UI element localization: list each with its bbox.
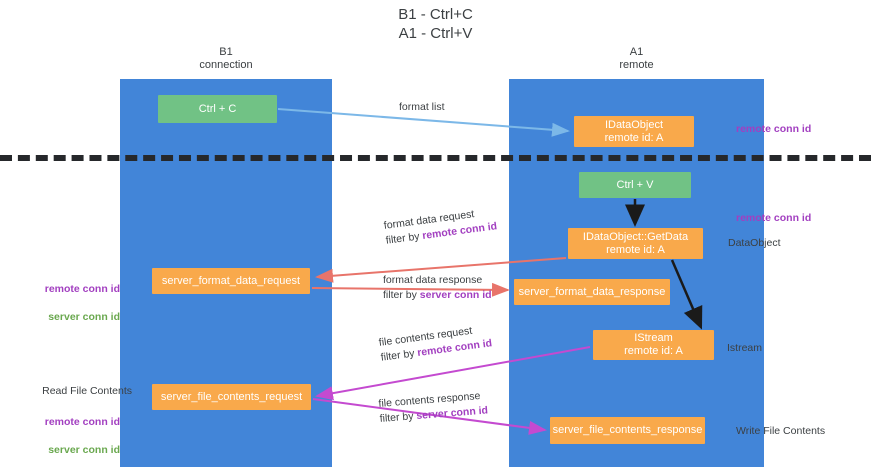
annotation-conn-ids-middle: remote conn id server conn id — [8, 268, 120, 338]
node-server-file-contents-request[interactable]: server_file_contents_request — [152, 384, 311, 410]
edge-label-format-list: format list — [399, 101, 445, 113]
filter-prefix: filter by — [383, 289, 420, 301]
annotation-read-file-contents: Read File Contents — [42, 385, 132, 397]
node-server-format-data-request[interactable]: server_format_data_request — [152, 268, 310, 294]
annotation-remote-conn-id-top: remote conn id — [736, 123, 812, 135]
node-server-file-contents-response[interactable]: server_file_contents_response — [550, 417, 705, 444]
filter-prefix: filter by — [380, 347, 419, 364]
annotation-remote-conn-id-left-2: remote conn id — [44, 416, 120, 428]
node-server-format-data-response[interactable]: server_format_data_response — [514, 279, 670, 305]
annotation-server-conn-id-left-2: server conn id — [48, 444, 120, 456]
annotation-remote-conn-id-mid: remote conn id — [736, 212, 812, 224]
column-header-a1: A1 remote — [619, 46, 654, 71]
annotation-dataobject: DataObject — [728, 237, 781, 249]
edge-format-list — [277, 108, 570, 137]
node-istream[interactable]: IStream remote id: A — [593, 330, 714, 360]
filter-key: server conn id — [419, 289, 492, 301]
annotation-remote-conn-id-left: remote conn id — [44, 283, 120, 295]
column-header-b1: B1 connection — [199, 46, 253, 71]
phase-separator — [0, 155, 871, 161]
edge-label-format-data-response: format data response filter by server co… — [383, 273, 492, 303]
node-idataobject[interactable]: IDataObject remote id: A — [574, 116, 694, 147]
edge-format-data-request — [315, 257, 567, 283]
node-ctrl-v[interactable]: Ctrl + V — [579, 172, 691, 198]
node-ctrl-c[interactable]: Ctrl + C — [158, 95, 277, 123]
node-idataobject-getdata[interactable]: IDataObject::GetData remote id: A — [568, 228, 703, 259]
edge-getdata-to-istream — [670, 259, 703, 330]
page-title: B1 - Ctrl+C A1 - Ctrl+V — [398, 6, 473, 42]
edge-label-line-filter: filter by server conn id — [383, 288, 492, 303]
filter-prefix: filter by — [385, 230, 424, 247]
annotation-write-file-contents: Write File Contents — [736, 425, 826, 437]
annotation-istream: Istream — [727, 342, 763, 354]
edge-label-line-primary: format data response — [383, 274, 483, 286]
annotation-server-conn-id-left: server conn id — [48, 311, 120, 323]
edge-format-data-response — [311, 282, 510, 297]
edge-file-contents-response — [312, 398, 547, 435]
filter-prefix: filter by — [379, 410, 417, 425]
edge-file-contents-request — [315, 346, 591, 401]
annotation-conn-ids-bottom: remote conn id server conn id — [8, 401, 120, 471]
